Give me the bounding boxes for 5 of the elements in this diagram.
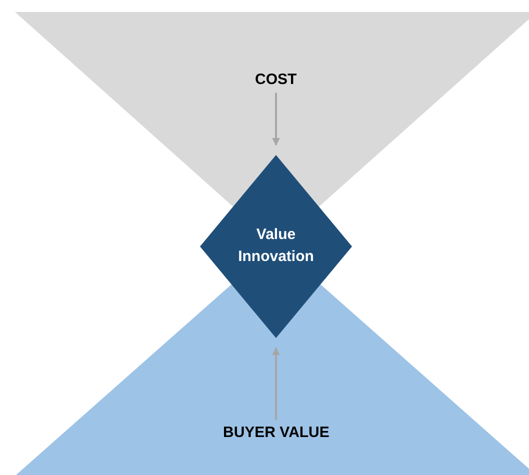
arrow [272, 347, 280, 420]
node-label: Value Innovation [237, 225, 315, 267]
node-label: COST [255, 70, 297, 90]
node-label: BUYER VALUE [223, 423, 330, 443]
arrow [272, 92, 280, 146]
